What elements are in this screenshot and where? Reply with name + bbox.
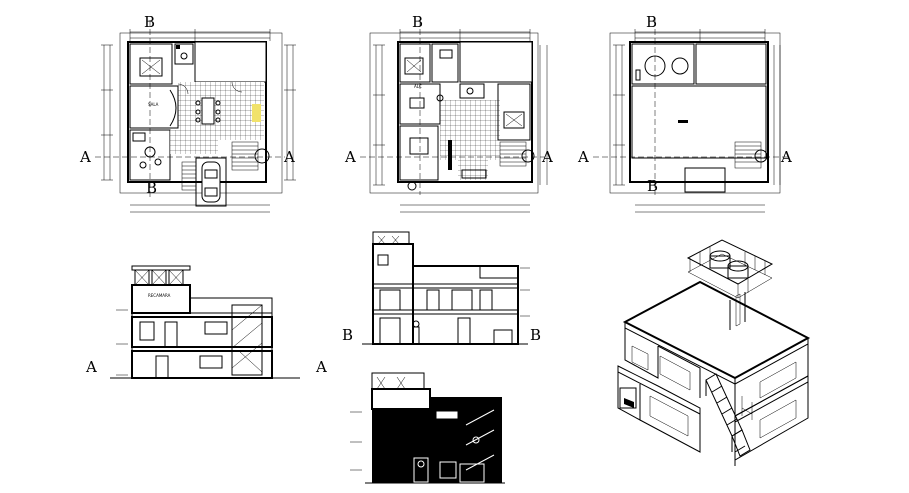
section-label-a-right-3: A bbox=[780, 148, 792, 166]
section-label-a-left: A bbox=[79, 148, 91, 166]
roof-floor-plan: B A A B bbox=[577, 13, 792, 213]
section-label-a-right: A bbox=[283, 148, 295, 166]
section-label-b-bottom-3: B bbox=[647, 177, 658, 195]
section-label-a-right-2: A bbox=[541, 148, 553, 166]
section-label-b-bottom: B bbox=[146, 179, 157, 197]
first-floor-plan: ALC B A A bbox=[344, 13, 553, 213]
section-a-a: RECAMARA A A bbox=[85, 265, 327, 379]
svg-text:SALA: SALA bbox=[148, 102, 159, 107]
svg-text:RECAMARA: RECAMARA bbox=[148, 293, 171, 298]
section-label-b-top: B bbox=[144, 13, 155, 31]
section-label-b-top-3: B bbox=[646, 13, 657, 31]
section-label-b-elev-right: B bbox=[530, 326, 541, 344]
section-label-b-elev-left: B bbox=[342, 326, 353, 344]
section-label-a-elev-left: A bbox=[85, 358, 97, 376]
section-label-a-left-3: A bbox=[577, 148, 589, 166]
svg-text:ALC: ALC bbox=[414, 84, 422, 89]
section-label-a-left-2: A bbox=[344, 148, 356, 166]
front-elevation bbox=[350, 372, 505, 484]
section-b-b: B B bbox=[342, 231, 541, 345]
ground-floor-plan: SALA bbox=[79, 13, 296, 213]
section-label-a-elev-right: A bbox=[315, 358, 327, 376]
isometric-view bbox=[617, 239, 811, 466]
section-label-b-top-2: B bbox=[412, 13, 423, 31]
